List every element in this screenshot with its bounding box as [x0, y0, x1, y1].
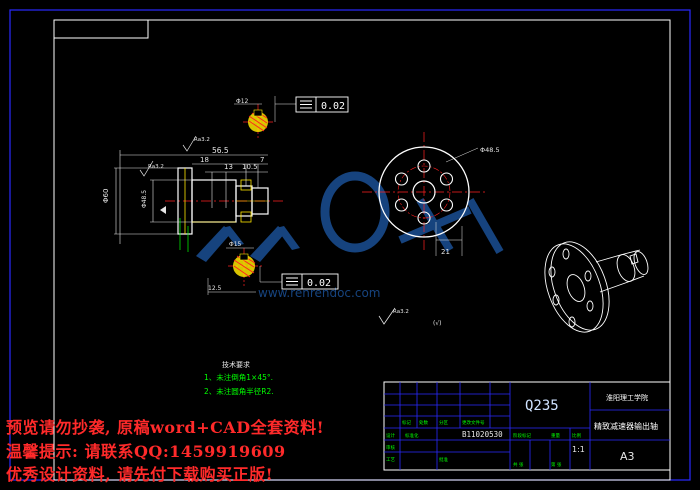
title-block-grid [384, 382, 670, 470]
svg-text:更改文件号: 更改文件号 [462, 419, 485, 426]
corner-code-box [53, 19, 149, 39]
title-block: Q235 淮阳理工学院 精致减速器输出轴 A3 1:1 B11020530 标记… [383, 381, 671, 471]
inner-frame [53, 19, 671, 481]
iso-shaft-sides [595, 253, 629, 293]
svg-text:第 张: 第 张 [551, 461, 562, 468]
iso-bolt-holes [548, 248, 594, 328]
drawing-number: B11020530 [462, 430, 503, 439]
dim-10-5: 10.5 [242, 163, 258, 171]
material-text: Q235 [525, 398, 559, 414]
roughness-section-mark: (√) [433, 320, 442, 327]
svg-text:标记: 标记 [402, 419, 411, 426]
dim-13: 13 [224, 163, 233, 171]
keyway-lower [240, 211, 252, 223]
tolerance-value-lower: 0.02 [307, 278, 331, 289]
dim-7: 7 [260, 156, 264, 164]
svg-text:共 张: 共 张 [513, 461, 524, 468]
note-2: 2、未注圆角半径R2. [204, 386, 274, 396]
roughness-top-label: Ra3.2 [194, 137, 210, 143]
iso-flange-outer [544, 243, 604, 333]
watermark-person-right-icon [250, 226, 286, 262]
tolerance-frame-lower [281, 273, 339, 290]
school-name: 淮阳理工学院 [606, 393, 648, 402]
dim-phi60: Φ60 [102, 189, 110, 203]
svg-text:审核: 审核 [386, 444, 395, 451]
dim-phi12: Φ12 [236, 98, 249, 105]
svg-text:工艺: 工艺 [386, 457, 395, 463]
roughness-left-label: Ra3.2 [148, 164, 164, 170]
bolt-holes [394, 159, 454, 225]
roughness-general-icon [378, 307, 396, 325]
flange-center-bore [412, 180, 436, 204]
roughness-symbol-left-icon [139, 160, 154, 177]
dim-12-5: 12.5 [208, 285, 222, 292]
overlay-notice-1: 预览请勿抄袭, 原稿word+CAD全套资料! [6, 418, 325, 437]
overlay-notice-3: 优秀设计资料, 请先付下载购买正版! [6, 465, 274, 484]
iso-step-sides [623, 249, 645, 283]
svg-text:重量: 重量 [551, 432, 560, 439]
section-lower-keyway [239, 253, 249, 261]
symmetry-symbol-lower-icon [286, 277, 298, 286]
flange-side-view: Φ48.5 21 [362, 132, 500, 256]
section-upper: Φ12 0.02 [234, 96, 349, 140]
scale-value: 1:1 [572, 445, 585, 454]
roughness-general-label: Ra3.2 [393, 309, 409, 315]
svg-text:处数: 处数 [419, 419, 428, 426]
watermark-person-left-icon [196, 226, 232, 262]
tolerance-frame-upper [295, 96, 349, 113]
section-upper-keyway [253, 109, 263, 117]
section-upper-hatching [248, 111, 268, 132]
sheet-size: A3 [620, 450, 635, 463]
dim-21: 21 [441, 248, 450, 256]
title-block-labels: 标记 处数 分区 更改文件号 设计 标准化 审核 工艺 批准 阶段标记 重量 比… [386, 419, 581, 468]
svg-text:设计: 设计 [386, 432, 395, 439]
symmetry-symbol-upper-icon [300, 100, 312, 109]
watermark-person-left-leg-icon [222, 226, 244, 246]
roughness-symbol-top-icon [182, 135, 197, 152]
iso-key [629, 253, 639, 265]
notes-title: 技术要求 [222, 360, 250, 369]
svg-text:阶段标记: 阶段标记 [513, 432, 531, 439]
iso-bore [566, 274, 586, 302]
datum-marker-icon [160, 206, 166, 214]
svg-text:标准化: 标准化 [405, 432, 419, 439]
note-1: 1、未注倒角1×45°. [204, 372, 273, 382]
dim-phi48: Φ48.5 [480, 146, 500, 154]
dim-18: 18 [200, 156, 209, 164]
part-name: 精致减速器输出轴 [594, 421, 658, 431]
shaft-front-view: 56.5 18 13 10.5 7 Φ60 Φ48.5 Ra3.2 Ra3.2 [102, 135, 285, 252]
bolt-circle [397, 165, 451, 219]
section-lower-hatching [233, 254, 256, 278]
tolerance-value-upper: 0.02 [321, 101, 345, 112]
dim-phi15: Φ15 [229, 241, 242, 248]
phi48-leader [445, 147, 479, 163]
dim-phi45: Φ48.5 [141, 190, 148, 208]
flange-outer-circle [378, 146, 470, 238]
iso-step-end [633, 251, 649, 275]
section-lower: Φ15 12.5 0.02 [207, 241, 339, 295]
watermark-circle-logo [320, 171, 390, 253]
watermark-person-right-leg-icon [276, 226, 300, 250]
front-dimension-lines [114, 150, 268, 244]
watermark-url: www.renrendoc.com [258, 286, 380, 300]
svg-text:比例: 比例 [572, 432, 581, 439]
title-block-frame [383, 381, 671, 471]
svg-text:分区: 分区 [439, 419, 448, 426]
technical-notes: 技术要求 1、未注倒角1×45°. 2、未注圆角半径R2. [204, 360, 274, 396]
svg-text:批准: 批准 [439, 456, 448, 463]
dim-overall-length: 56.5 [212, 146, 229, 155]
overlay-notice-2: 温馨提示: 请联系QQ:1459919609 [6, 442, 286, 461]
isometric-view [544, 241, 649, 333]
